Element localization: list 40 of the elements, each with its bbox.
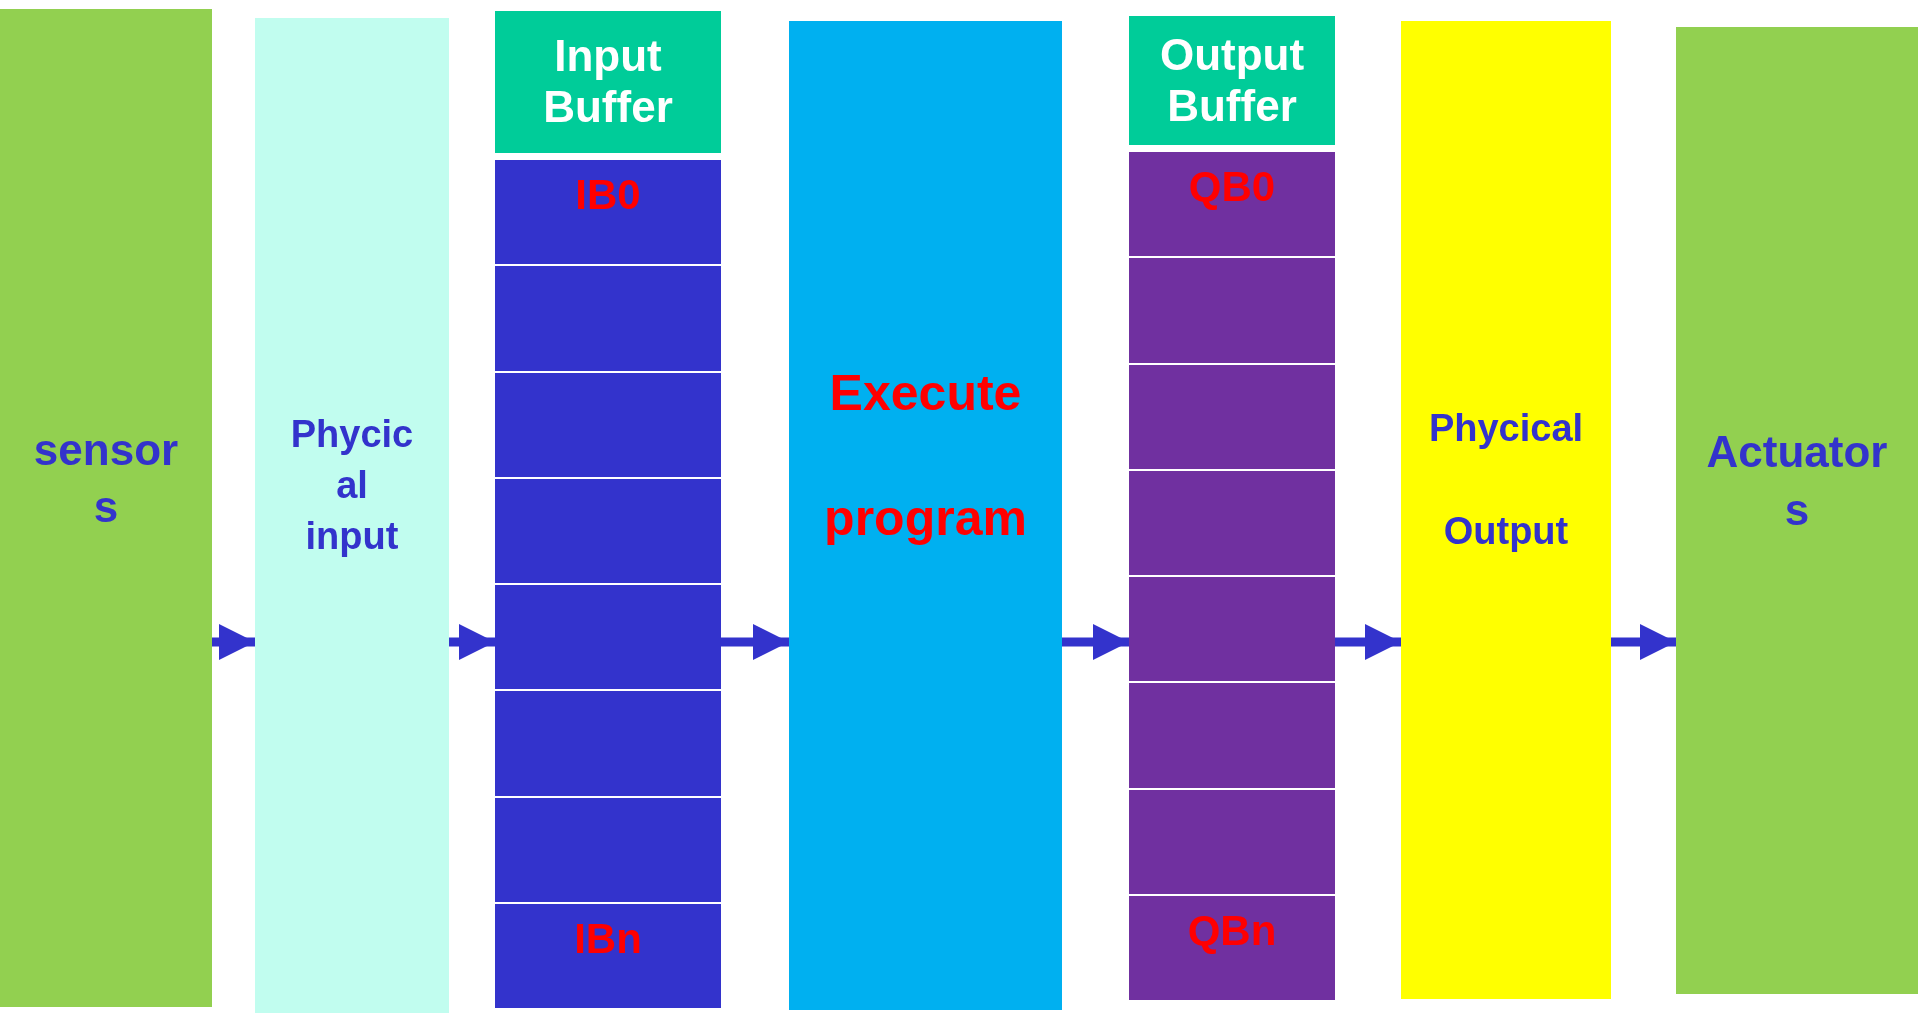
cell-label: IBn	[574, 915, 642, 962]
buffer-cell	[1129, 789, 1335, 894]
panel-label: Actuators	[1705, 426, 1889, 536]
panel-label: Phycical Output	[1427, 406, 1585, 554]
arrow	[1335, 624, 1401, 660]
panel-label: Execute program	[823, 363, 1028, 548]
buffer-cell	[1129, 577, 1335, 682]
header-text: Input Buffer	[542, 31, 674, 133]
execute-panel	[789, 21, 1062, 1010]
input-buffer-column	[495, 11, 721, 1010]
panel-label: Phycical input	[289, 411, 415, 560]
arrow	[721, 624, 789, 660]
cell-label: QBn	[1187, 907, 1277, 954]
actuator-panel	[1676, 27, 1918, 994]
arrow	[1062, 624, 1129, 660]
buffer-cell	[495, 160, 721, 265]
buffer-cell	[495, 266, 721, 371]
panel-label: sensors	[32, 423, 180, 533]
buffer-cell	[1129, 364, 1335, 469]
arrow	[1611, 624, 1676, 660]
buffer-cell	[1129, 683, 1335, 788]
cell-label: IB0	[575, 172, 641, 219]
buffer-cell	[495, 797, 721, 902]
sensor-panel	[0, 9, 212, 1007]
buffer-cell	[495, 372, 721, 477]
input-panel	[255, 18, 449, 1013]
output-panel	[1401, 21, 1611, 999]
buffer-cell	[1129, 152, 1335, 257]
buffer-cell	[1129, 470, 1335, 575]
buffer-cell	[495, 691, 721, 796]
buffer-cell	[495, 903, 721, 1008]
arrow	[212, 624, 255, 660]
buffer-cell	[1129, 258, 1335, 363]
header-text: Output Buffer	[1158, 29, 1306, 132]
output-buffer-column	[1129, 16, 1335, 1002]
buffer-cell	[495, 585, 721, 690]
cell-label: QB0	[1188, 164, 1276, 211]
arrow	[449, 624, 495, 660]
buffer-cell	[1129, 895, 1335, 1000]
buffer-cell	[495, 478, 721, 583]
